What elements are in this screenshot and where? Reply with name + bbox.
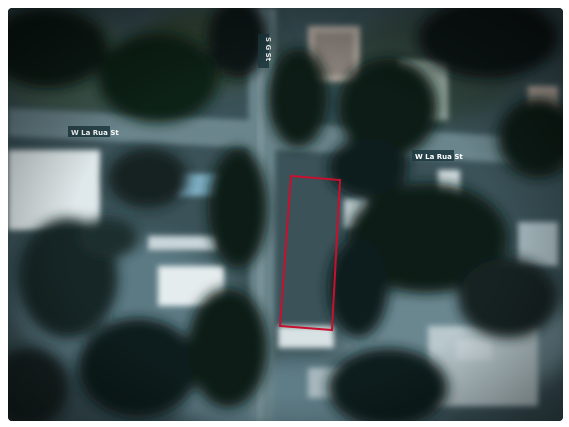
roof-east xyxy=(518,222,558,266)
roof-west-strip xyxy=(148,236,218,250)
street-label-text: S G St xyxy=(264,37,272,62)
street-label-text: W La Rua St xyxy=(415,153,463,161)
street-label-text: W La Rua St xyxy=(71,129,119,137)
aerial-map[interactable]: W La Rua St W La Rua St S G St xyxy=(8,8,563,421)
aerial-map-frame[interactable]: W La Rua St W La Rua St S G St xyxy=(8,8,563,421)
roof-west-large xyxy=(8,150,100,230)
roof-southeast-inner xyxy=(456,340,492,360)
